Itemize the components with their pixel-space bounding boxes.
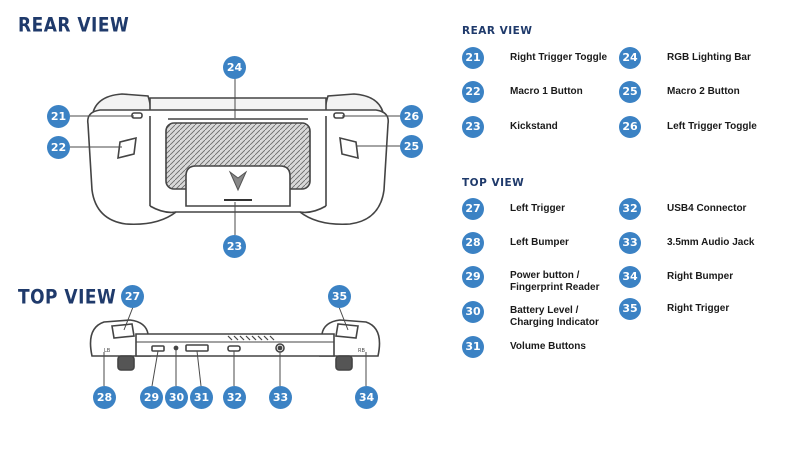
legend-badge-26: 26 bbox=[619, 116, 641, 138]
legend-label-22: Macro 1 Button bbox=[510, 86, 583, 97]
top-view-title: TOP VIEW bbox=[18, 286, 117, 309]
callout-35: 35 bbox=[328, 285, 351, 308]
legend-badge-22: 22 bbox=[462, 81, 484, 103]
callout-27: 27 bbox=[121, 285, 144, 308]
usb4-port-shape bbox=[227, 345, 241, 352]
legend-label-25: Macro 2 Button bbox=[667, 86, 740, 97]
left-stick-foot bbox=[117, 355, 135, 371]
callout-31: 31 bbox=[190, 386, 213, 409]
callout-34: 34 bbox=[355, 386, 378, 409]
legend-label-24: RGB Lighting Bar bbox=[667, 52, 751, 63]
callout-32: 32 bbox=[223, 386, 246, 409]
power-button-shape bbox=[151, 345, 165, 352]
legend-label-31: Volume Buttons bbox=[510, 341, 586, 352]
top-device-body bbox=[89, 319, 381, 371]
legend-label-35: Right Trigger bbox=[667, 303, 730, 314]
legend-rear-heading: REAR VIEW bbox=[462, 25, 533, 37]
legend-badge-32: 32 bbox=[619, 198, 641, 220]
callout-26: 26 bbox=[400, 105, 423, 128]
legend-badge-27: 27 bbox=[462, 198, 484, 220]
legend-badge-35: 35 bbox=[619, 298, 641, 320]
top-right-trigger-shape bbox=[335, 323, 359, 339]
legend-badge-24: 24 bbox=[619, 47, 641, 69]
legend-badge-23: 23 bbox=[462, 116, 484, 138]
callout-25: 25 bbox=[400, 135, 423, 158]
legend-label-34: Right Bumper bbox=[667, 271, 734, 282]
callout-23: 23 bbox=[223, 235, 246, 258]
legend-badge-28: 28 bbox=[462, 232, 484, 254]
callout-29: 29 bbox=[140, 386, 163, 409]
legend-badge-21: 21 bbox=[462, 47, 484, 69]
right-stick-foot bbox=[335, 355, 353, 371]
callout-33: 33 bbox=[269, 386, 292, 409]
legend-label-30: Battery Level / Charging Indicator bbox=[510, 305, 599, 328]
legend-badge-31: 31 bbox=[462, 336, 484, 358]
rb-mark: RB bbox=[358, 348, 365, 354]
legend-label-29: Power button / Fingerprint Reader bbox=[510, 270, 600, 293]
legend-badge-34: 34 bbox=[619, 266, 641, 288]
zotac-logo-mark bbox=[228, 170, 248, 192]
volume-buttons-shape bbox=[185, 344, 209, 352]
legend-label-32: USB4 Connector bbox=[667, 203, 747, 214]
macro-2-button-shape bbox=[339, 136, 359, 160]
legend-badge-33: 33 bbox=[619, 232, 641, 254]
legend-label-23: Kickstand bbox=[510, 121, 558, 132]
top-left-trigger-shape bbox=[111, 323, 135, 339]
rear-device-body bbox=[86, 93, 390, 226]
callout-28: 28 bbox=[93, 386, 116, 409]
legend-label-33: 3.5mm Audio Jack bbox=[667, 237, 755, 248]
legend-badge-30: 30 bbox=[462, 301, 484, 323]
legend-badge-25: 25 bbox=[619, 81, 641, 103]
rear-view-title: REAR VIEW bbox=[18, 14, 130, 37]
legend-label-28: Left Bumper bbox=[510, 237, 569, 248]
lb-mark: LB bbox=[104, 348, 111, 354]
legend-label-26: Left Trigger Toggle bbox=[667, 121, 757, 132]
legend-label-27: Left Trigger bbox=[510, 203, 566, 214]
legend-badge-29: 29 bbox=[462, 266, 484, 288]
callout-21: 21 bbox=[47, 105, 70, 128]
legend-top-heading: TOP VIEW bbox=[462, 177, 525, 189]
callout-30: 30 bbox=[165, 386, 188, 409]
battery-led-shape bbox=[173, 345, 179, 351]
legend-label-21: Right Trigger Toggle bbox=[510, 52, 608, 63]
callout-22: 22 bbox=[47, 136, 70, 159]
callout-24: 24 bbox=[223, 56, 246, 79]
macro-1-button-shape bbox=[117, 136, 137, 160]
